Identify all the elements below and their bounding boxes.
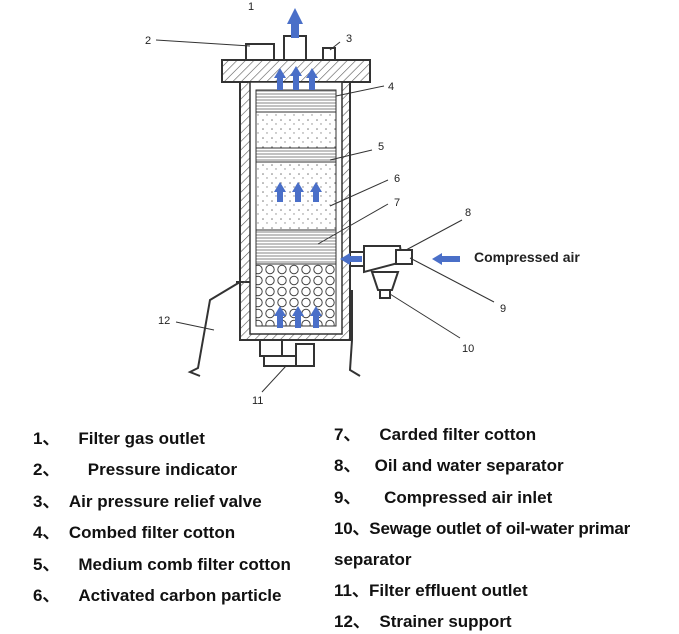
- legend-item-6: 6、 Activated carbon particle: [33, 586, 282, 605]
- callout-11: 11: [252, 395, 263, 407]
- legend-item-5: 5、 Medium comb filter cotton: [33, 555, 291, 574]
- legend-item-12: 12、 Strainer support: [334, 612, 512, 631]
- legend-item-10: 10、Sewage outlet of oil-water primar: [334, 519, 631, 538]
- effluent-outlet: [259, 339, 315, 367]
- callout-4: 4: [388, 81, 394, 93]
- callout-9: 9: [500, 303, 506, 315]
- legend-item-8: 8、 Oil and water separator: [334, 456, 564, 475]
- legend-item-9: 9、 Compressed air inlet: [334, 488, 553, 507]
- legend-item-11: 11、Filter effluent outlet: [334, 581, 528, 600]
- oil-water-separator: [349, 245, 413, 299]
- flow-arrows: [274, 8, 460, 328]
- callout-7: 7: [394, 197, 400, 209]
- leader-lines: [155, 39, 495, 393]
- callout-8: 8: [465, 207, 471, 219]
- filter-diagram: 1 2 3 4 5 6 7 8 9 10 11 12 Compressed ai…: [145, 1, 580, 407]
- legend-item-2: 2、 Pressure indicator: [33, 460, 238, 479]
- legend-item-1: 1、 Filter gas outlet: [33, 429, 205, 448]
- callout-3: 3: [346, 33, 352, 45]
- callout-12: 12: [158, 315, 170, 327]
- compressed-air-label: Compressed air: [474, 249, 580, 265]
- legend-item-10-cont: separator: [334, 550, 412, 569]
- callout-1: 1: [248, 1, 254, 13]
- legend-item-3: 3、 Air pressure relief valve: [33, 492, 262, 511]
- legend-item-4: 4、 Combed filter cotton: [33, 523, 236, 542]
- callout-5: 5: [378, 141, 384, 153]
- callout-10: 10: [462, 343, 474, 355]
- callout-2: 2: [145, 35, 151, 47]
- filter-layers: [255, 89, 337, 327]
- callout-6: 6: [394, 173, 400, 185]
- legend-item-7: 7、 Carded filter cotton: [334, 425, 537, 444]
